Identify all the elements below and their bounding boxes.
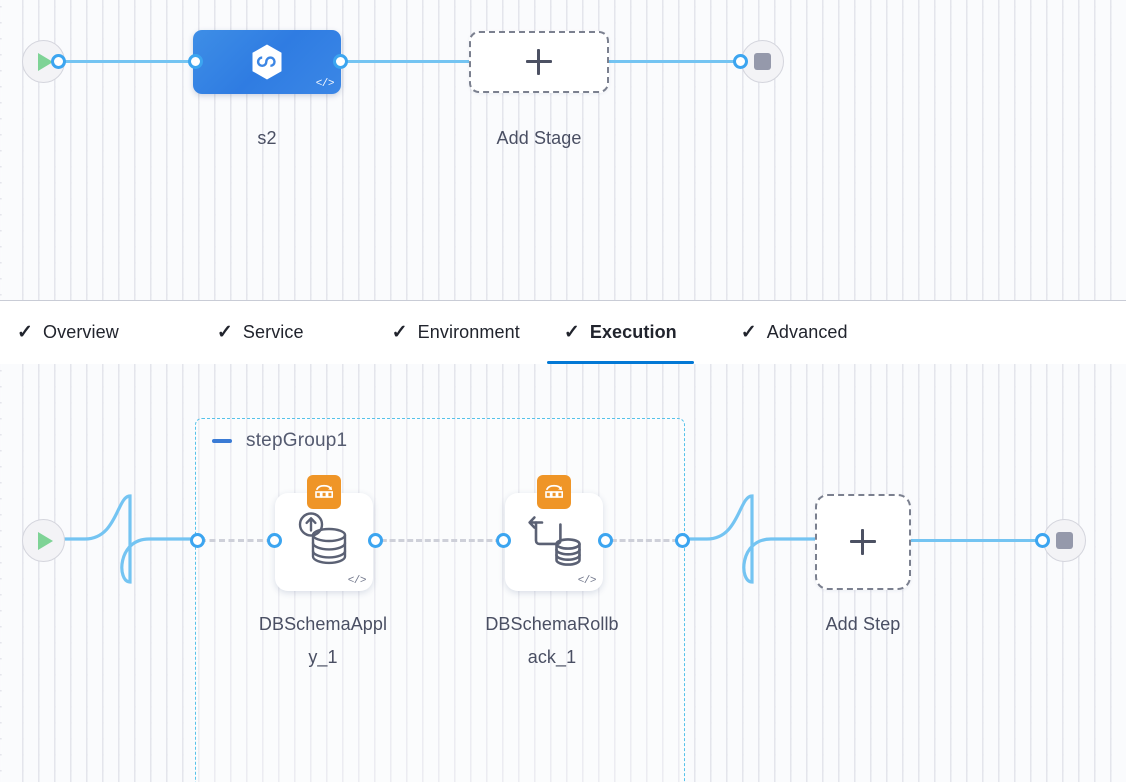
- link-addstage-to-end: [605, 60, 753, 64]
- port-step2-in[interactable]: [496, 533, 511, 548]
- link-start-to-stage: [58, 60, 203, 64]
- database-migration-icon: [307, 475, 341, 509]
- harness-hexagon-icon: [252, 44, 282, 80]
- canvas-divider: [0, 300, 1126, 301]
- link-group-in-to-step1: [200, 539, 282, 542]
- link-stage-to-addstage: [330, 60, 475, 64]
- add-stage-label: Add Stage: [496, 128, 582, 148]
- check-icon: ✓: [216, 322, 233, 343]
- tab-service[interactable]: ✓ Service: [217, 301, 304, 364]
- step-group-header: stepGroup1: [212, 430, 347, 452]
- step-node-label-dbschemaapply: DBSchemaAppl y_1: [258, 614, 388, 668]
- plus-icon: [850, 529, 876, 555]
- tab-overview-label: Overview: [43, 322, 119, 342]
- check-icon: ✓: [740, 322, 757, 343]
- stop-icon: [1056, 532, 1073, 549]
- tab-execution-label: Execution: [589, 322, 677, 342]
- port-group-out[interactable]: [675, 533, 690, 548]
- database-migration-icon: [537, 475, 571, 509]
- port-step-end-in[interactable]: [1035, 533, 1050, 548]
- play-icon: [38, 531, 53, 550]
- stage-node-s2[interactable]: </>: [193, 30, 341, 94]
- execution-step-canvas[interactable]: stepGroup1: [0, 364, 1126, 782]
- step-group-stepgroup1[interactable]: stepGroup1: [195, 418, 685, 782]
- step-group-title: stepGroup1: [246, 430, 348, 451]
- port-step2-out[interactable]: [598, 533, 613, 548]
- step-start-node[interactable]: [22, 519, 65, 562]
- step-node-dbschemaapply[interactable]: </>: [275, 475, 373, 591]
- stage-canvas[interactable]: </> s2 Add Stage: [0, 0, 1126, 300]
- step-node-dbschemarollback[interactable]: </>: [505, 475, 603, 591]
- port-group-in[interactable]: [190, 533, 205, 548]
- tab-environment[interactable]: ✓ Environment: [392, 301, 520, 364]
- link-step2-to-group-out: [602, 539, 687, 542]
- step-code-badge-icon[interactable]: </>: [577, 575, 597, 587]
- tab-advanced-label: Advanced: [766, 322, 848, 342]
- add-step-button[interactable]: [815, 494, 911, 590]
- port-stage-end-in[interactable]: [733, 54, 748, 69]
- stage-node-label: s2: [257, 128, 277, 148]
- port-stage-start-out[interactable]: [51, 54, 66, 69]
- play-icon: [38, 52, 53, 71]
- check-icon: ✓: [17, 322, 34, 343]
- split-connector-right: [685, 494, 825, 584]
- check-icon: ✓: [391, 322, 408, 343]
- stage-code-badge-icon[interactable]: </>: [315, 78, 335, 90]
- tab-execution[interactable]: ✓ Execution: [546, 301, 694, 364]
- database-rollback-icon: [521, 507, 587, 578]
- port-stage-in[interactable]: [188, 54, 203, 69]
- tab-advanced[interactable]: ✓ Advanced: [741, 301, 848, 364]
- stop-icon: [754, 53, 771, 70]
- port-stage-out[interactable]: [333, 54, 348, 69]
- stage-config-tabbar: ✓ Overview ✓ Service ✓ Environment ✓ Exe…: [0, 301, 1126, 364]
- link-step1-to-step2: [372, 539, 510, 542]
- tab-service-label: Service: [242, 322, 304, 342]
- port-step1-out[interactable]: [368, 533, 383, 548]
- add-stage-button[interactable]: [469, 31, 609, 93]
- tab-environment-label: Environment: [417, 322, 520, 342]
- database-upload-icon: [291, 507, 357, 578]
- add-step-label: Add Step: [825, 614, 901, 634]
- minus-icon[interactable]: [212, 439, 232, 443]
- step-code-badge-icon[interactable]: </>: [347, 575, 367, 587]
- step-node-label-dbschemarollback: DBSchemaRollb ack_1: [485, 614, 619, 668]
- tab-overview[interactable]: ✓ Overview: [17, 301, 119, 364]
- check-icon: ✓: [563, 322, 580, 343]
- link-addstep-to-end: [908, 539, 1050, 543]
- split-connector-left: [55, 494, 205, 584]
- plus-icon: [526, 49, 552, 75]
- port-step1-in[interactable]: [267, 533, 282, 548]
